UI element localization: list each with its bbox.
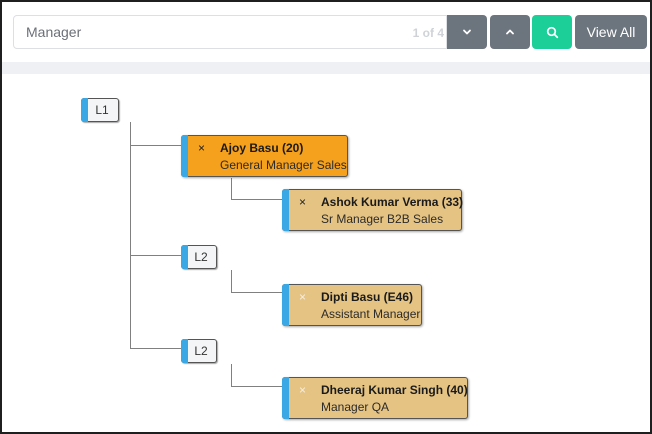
search-box: 1 of 4 [13,15,447,49]
person-name: Ajoy Basu (20) [220,141,304,155]
close-icon[interactable]: × [299,195,307,209]
level-label: L2 [194,250,208,264]
level-label: L1 [95,103,109,117]
org-node-card[interactable]: × Ashok Kumar Verma (33) Sr Manager B2B … [282,189,464,231]
chevron-down-icon [462,28,472,36]
toolbar-divider [2,62,650,74]
level-label: L2 [194,344,208,358]
level-node-l2[interactable]: L2 [181,339,217,363]
level-node-root[interactable]: L1 [81,98,119,122]
connector-line [130,122,131,348]
search-button[interactable] [532,15,572,49]
search-toolbar: 1 of 4 View All [2,2,650,62]
connector-line [231,364,232,386]
org-tree: L1 × Ajoy Basu (20) General Manager Sale… [2,74,650,432]
org-node-card[interactable]: × Ajoy Basu (20) General Manager Sales [181,135,348,177]
close-icon[interactable]: × [198,141,206,155]
previous-match-button[interactable] [490,15,530,49]
person-title: Sr Manager B2B Sales [321,212,444,226]
connector-line [231,178,232,199]
search-input[interactable] [26,16,406,48]
match-counter: 1 of 4 [412,26,444,40]
connector-line [130,145,182,146]
search-icon [546,26,559,39]
view-all-label: View All [586,24,636,40]
person-name: Ashok Kumar Verma (33) [321,195,464,209]
next-match-button[interactable] [447,15,487,49]
person-title: Manager QA [321,400,390,414]
person-name: Dipti Basu (E46) [321,290,414,304]
connector-line [231,270,232,292]
view-all-button[interactable]: View All [575,15,647,49]
connector-line [130,255,182,256]
close-icon[interactable]: × [299,383,307,397]
person-title: General Manager Sales [220,158,347,172]
person-name: Dheeraj Kumar Singh (40) [321,383,468,397]
person-title: Assistant Manager [321,307,421,321]
chevron-up-icon [505,28,515,36]
org-node-card[interactable]: × Dheeraj Kumar Singh (40) Manager QA [282,377,468,419]
level-node-l2[interactable]: L2 [181,245,217,269]
connector-line [231,386,282,387]
close-icon[interactable]: × [299,290,307,304]
connector-line [231,199,282,200]
connector-line [130,348,182,349]
org-node-card[interactable]: × Dipti Basu (E46) Assistant Manager [282,284,422,326]
connector-line [231,292,282,293]
